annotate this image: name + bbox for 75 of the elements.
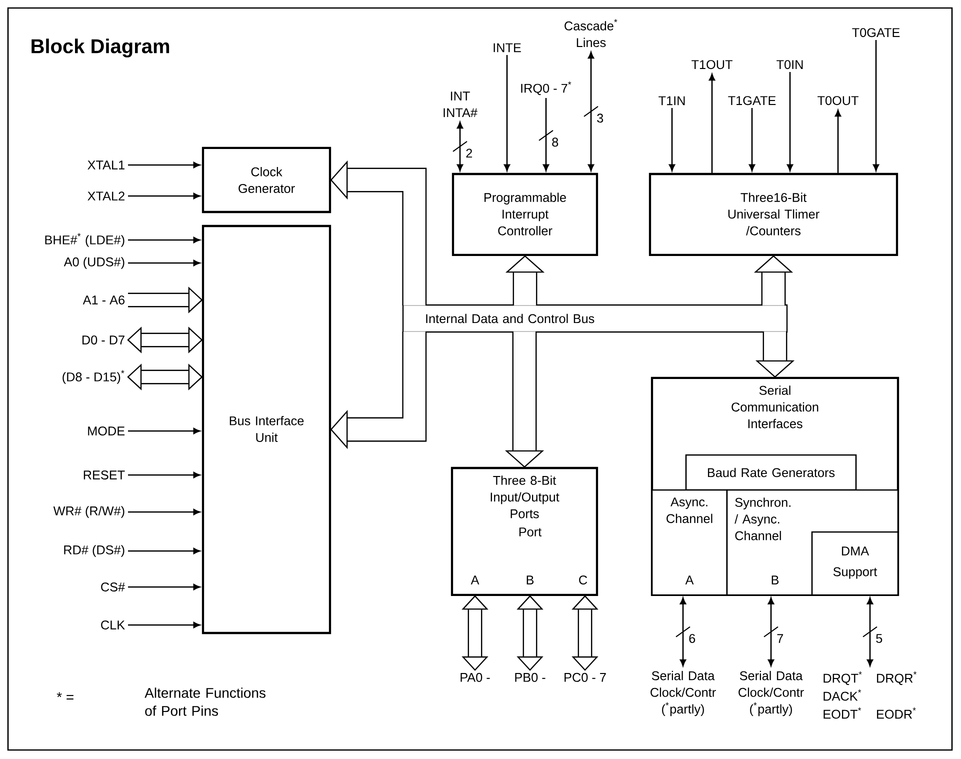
- signal-arrow: [862, 597, 878, 666]
- signal-arrow: [668, 108, 676, 172]
- pin-label: A0 (UDS#): [64, 257, 124, 269]
- bus-arrow: [127, 326, 203, 354]
- bit-count-label: 6: [687, 632, 697, 644]
- signal-arrow: [708, 74, 716, 173]
- signal-arrow: [128, 428, 200, 434]
- signal-arrow: [504, 55, 510, 172]
- bit-count-label: 8: [550, 136, 560, 148]
- signal-arrow: [584, 52, 598, 172]
- footnote-text: Alternate Functions of Port Pins: [144, 688, 266, 716]
- pin-label: PB0 -: [515, 672, 546, 682]
- pin-label: PC0 - 7: [564, 672, 606, 682]
- bus-arrow: [462, 595, 488, 671]
- signal-arrow: [128, 162, 200, 168]
- pin-label: BHE#$^{*}$ (LDE#): [45, 233, 124, 247]
- signal-arrow: [676, 597, 690, 666]
- bus-arrow: [572, 595, 598, 671]
- block-box: Programmable Interrupt Controller: [452, 172, 598, 256]
- pin-label: T0OUT: [818, 96, 858, 106]
- pin-label: T1IN: [658, 96, 685, 106]
- pin-label: MODE: [88, 426, 125, 436]
- signal-arrow: [834, 110, 842, 173]
- pin-label: (D8 - D15)$^{*}$: [62, 370, 124, 384]
- block-box: Three 8-Bit Input/Output Ports Port A B C: [450, 466, 598, 596]
- pin-label: XTAL2: [88, 192, 124, 200]
- signal-arrow: [128, 622, 200, 628]
- signal-arrow: [128, 236, 200, 244]
- pin-label: T1GATE: [728, 96, 776, 106]
- signal-arrow: [786, 72, 794, 172]
- pin-label: RD# (DS#): [64, 545, 124, 557]
- signal-arrow: [538, 98, 554, 172]
- pin-label: CS#: [101, 582, 125, 592]
- pin-label: Cascade$^{*}$ Lines: [564, 19, 618, 48]
- pin-label: CLK: [101, 620, 125, 630]
- pin-label: D0 - D7: [82, 336, 124, 344]
- pin-label: PA0 -: [460, 672, 490, 682]
- signal-arrow: [128, 192, 200, 200]
- bit-count-label: 2: [464, 147, 474, 159]
- signal-arrow: [128, 260, 200, 266]
- dma-box: DMA Support: [811, 531, 899, 596]
- signal-arrow: [872, 40, 880, 172]
- signal-arrow: [128, 472, 200, 478]
- signal-arrow: [128, 548, 200, 554]
- pin-label: WR# (R/W#): [53, 506, 124, 518]
- pin-label: Serial Data Clock/Contr ($^{*}$partly): [650, 670, 716, 716]
- bit-count-label: 5: [874, 632, 884, 644]
- signal-arrow: [452, 122, 468, 172]
- pin-label: T0GATE: [852, 28, 900, 38]
- bus-arrow: [127, 364, 203, 390]
- bus-arrow: [516, 595, 544, 671]
- block-box: Bus Interface Unit: [202, 224, 332, 634]
- signal-arrow: [764, 597, 778, 666]
- pin-label: T1OUT: [692, 60, 732, 70]
- channel-box: Async. Channel A: [651, 489, 728, 596]
- bit-count-label: 7: [775, 632, 785, 644]
- bit-count-label: 3: [595, 112, 605, 124]
- pin-label: XTAL1: [88, 160, 124, 170]
- pin-label: INTE: [494, 43, 521, 52]
- bus-arrow: [330, 160, 427, 306]
- pin-label: T0IN: [776, 60, 803, 70]
- pin-label: DRQT$^{*}$ DRQR$^{*}$ DACK$^{*}$ EODT$^{*}$ EODR$^{*}$: [824, 671, 917, 719]
- pin-label: A1 - A6: [82, 296, 124, 304]
- pin-label: INT INTA#: [444, 92, 478, 118]
- pin-label: IRQ0 - 7$^{*}$: [521, 81, 572, 96]
- signal-arrow: [748, 108, 756, 172]
- pin-label: Serial Data Clock/Contr ($^{*}$partly): [738, 670, 804, 716]
- bus-band: Internal Data and Control Bus: [402, 304, 788, 333]
- footnote-symbol: * =: [56, 692, 74, 700]
- signal-arrow: [128, 508, 200, 516]
- block-box: Three16-Bit Universal Tlimer /Counters: [648, 172, 898, 256]
- signal-arrow: [128, 584, 200, 590]
- baud-rate-box: Baud Rate Generators: [685, 454, 857, 491]
- diagram-title: Block Diagram: [32, 38, 170, 58]
- pin-label: RESET: [84, 470, 125, 480]
